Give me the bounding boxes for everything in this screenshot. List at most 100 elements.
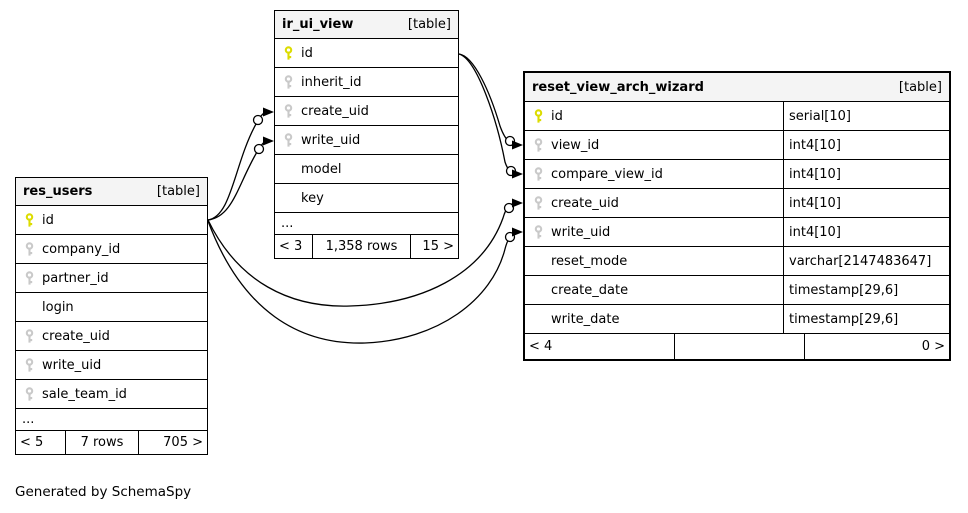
column-name-cell: partner_id <box>16 264 207 292</box>
column-name: key <box>301 190 324 206</box>
column-row-login: login <box>16 293 207 322</box>
table-footer: < 5 7 rows 705 > <box>16 431 207 454</box>
column-name: create_date <box>551 282 629 298</box>
column-name-cell: write_uid <box>525 218 784 246</box>
edge-ir_ui_view-id-to-reset_view_arch_wizard-compare_view_id <box>458 53 519 175</box>
column-row-inherit_id: inherit_id <box>275 68 458 97</box>
arrowhead-icon <box>263 107 274 117</box>
table-header-reset_view_arch_wizard[interactable]: reset_view_arch_wizard [table] <box>525 73 949 102</box>
column-row-sale_team_id: sale_team_id <box>16 380 207 409</box>
zero-connector-circle <box>252 114 264 126</box>
column-row-compare_view_id: compare_view_id int4[10] <box>525 160 949 189</box>
zero-connector-circle <box>505 165 517 177</box>
foreign-key-icon <box>24 328 35 344</box>
foreign-key-icon <box>24 270 35 286</box>
column-row-partner_id: partner_id <box>16 264 207 293</box>
column-name-cell: id <box>16 206 207 234</box>
footer-parents-count: < 5 <box>16 431 66 454</box>
foreign-key-icon <box>533 137 544 153</box>
primary-key-icon <box>24 212 35 228</box>
footer-row-count: 1,358 rows <box>313 235 411 258</box>
foreign-key-icon <box>533 166 544 182</box>
table-header-ir_ui_view[interactable]: ir_ui_view [table] <box>275 11 458 39</box>
column-name: partner_id <box>42 270 109 286</box>
column-name-cell: compare_view_id <box>525 160 784 188</box>
table-footer: < 3 1,358 rows 15 > <box>275 235 458 258</box>
generated-by-note: Generated by SchemaSpy <box>15 484 192 500</box>
column-row-reset_mode: reset_mode varchar[2147483647] <box>525 247 949 276</box>
column-name: company_id <box>42 241 121 257</box>
column-name: write_date <box>551 311 620 327</box>
column-name-cell: reset_mode <box>525 247 784 275</box>
column-name: id <box>551 108 563 124</box>
arrowhead-icon <box>512 140 523 150</box>
more-columns-row: ... <box>16 409 207 431</box>
footer-children-count: 705 > <box>163 435 203 450</box>
column-type: timestamp[29,6] <box>789 282 899 298</box>
primary-key-icon <box>533 108 544 124</box>
arrowhead-icon <box>263 136 274 146</box>
column-name-cell: login <box>16 293 207 321</box>
column-type: varchar[2147483647] <box>789 253 932 269</box>
primary-key-icon <box>283 45 294 61</box>
table-name: ir_ui_view <box>282 17 354 32</box>
column-name: create_uid <box>551 195 619 211</box>
foreign-key-icon <box>24 357 35 373</box>
column-name-cell: sale_team_id <box>16 380 207 408</box>
column-name-cell: create_date <box>525 276 784 304</box>
edge-res_users-id-to-ir_ui_view-write_uid <box>207 140 270 221</box>
column-row-view_id: view_id int4[10] <box>525 131 949 160</box>
column-row-id: id <box>275 39 458 68</box>
column-row-id: id <box>16 206 207 235</box>
footer-row-count: 7 rows <box>66 431 139 454</box>
column-name: id <box>301 45 313 61</box>
foreign-key-icon <box>24 241 35 257</box>
column-row-write_uid: write_uid <box>16 351 207 380</box>
column-name-cell: create_uid <box>275 97 458 125</box>
column-row-key: key <box>275 184 458 213</box>
footer-children-count: 0 > <box>921 339 945 354</box>
column-name: view_id <box>551 137 600 153</box>
column-name: create_uid <box>301 103 369 119</box>
column-name-cell: write_date <box>525 305 784 333</box>
table-header-res_users[interactable]: res_users [table] <box>16 178 207 206</box>
footer-parents-count: < 4 <box>525 334 675 359</box>
column-name: create_uid <box>42 328 110 344</box>
column-name-cell: write_uid <box>16 351 207 379</box>
column-name: write_uid <box>42 357 102 373</box>
more-columns-row: ... <box>275 213 458 235</box>
column-name-cell: write_uid <box>275 126 458 154</box>
column-name: model <box>301 161 342 177</box>
column-name: sale_team_id <box>42 386 127 402</box>
table-type-badge: [table] <box>156 184 200 199</box>
column-row-create_uid: create_uid <box>275 97 458 126</box>
arrowhead-icon <box>512 227 523 237</box>
column-row-create_date: create_date timestamp[29,6] <box>525 276 949 305</box>
column-name: write_uid <box>551 224 611 240</box>
column-row-create_uid: create_uid <box>16 322 207 351</box>
column-name-cell: company_id <box>16 235 207 263</box>
table-res_users: res_users [table] id company_id partner_id… <box>15 177 208 455</box>
footer-children-count: 15 > <box>422 239 454 254</box>
column-name: inherit_id <box>301 74 362 90</box>
column-row-company_id: company_id <box>16 235 207 264</box>
column-row-write_uid: write_uid <box>275 126 458 155</box>
column-name: compare_view_id <box>551 166 663 182</box>
column-name-cell: create_uid <box>525 189 784 217</box>
table-ir_ui_view: ir_ui_view [table] id inherit_id create_ui… <box>274 10 459 259</box>
column-type: int4[10] <box>789 166 841 182</box>
arrowhead-icon <box>512 198 523 208</box>
column-type: int4[10] <box>789 137 841 153</box>
foreign-key-icon <box>283 103 294 119</box>
table-name: reset_view_arch_wizard <box>532 79 704 95</box>
foreign-key-icon <box>533 195 544 211</box>
foreign-key-icon <box>283 132 294 148</box>
foreign-key-icon <box>533 224 544 240</box>
